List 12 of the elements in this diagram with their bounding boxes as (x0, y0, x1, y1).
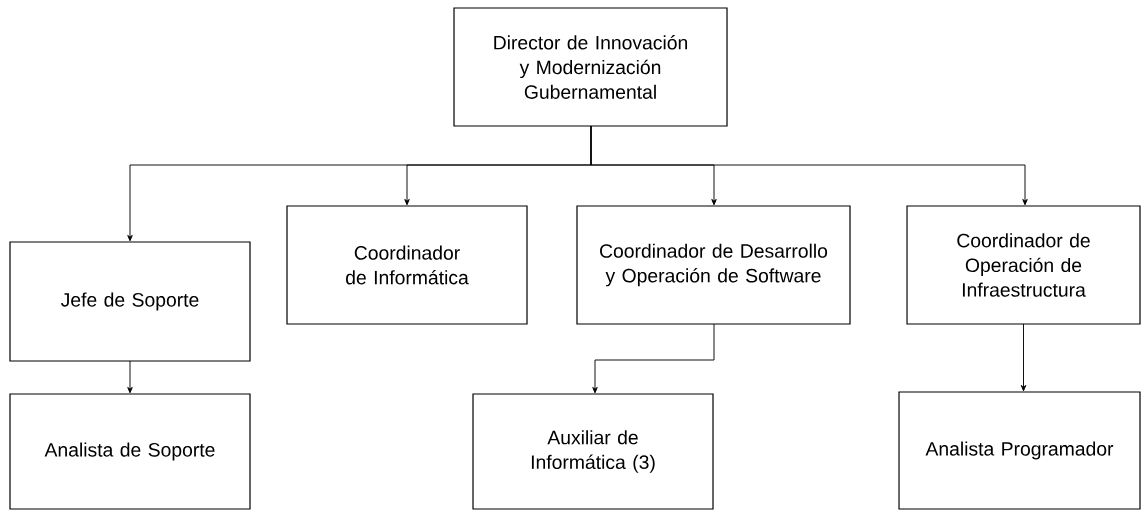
position-box: Jefe de Soporte (9, 241, 251, 362)
position-box: Auxiliar de Informática (3) (472, 393, 714, 510)
position-box: Coordinador de Desarrollo y Operación de Software (576, 205, 851, 325)
connector-arrow (127, 360, 133, 394)
position-box: Coordinador de Informática (286, 205, 528, 325)
connector-arrow (592, 323, 715, 394)
position-box: Analista Programador (898, 391, 1141, 510)
position-box: Coordinador de Operación de Infraestructura (906, 205, 1141, 325)
connector-arrow (1020, 323, 1027, 392)
position-box: Analista de Soporte (9, 393, 251, 510)
connector-arrow (590, 125, 1028, 206)
position-box: Director de Innovación y Modernización Gubernamental (453, 7, 728, 127)
